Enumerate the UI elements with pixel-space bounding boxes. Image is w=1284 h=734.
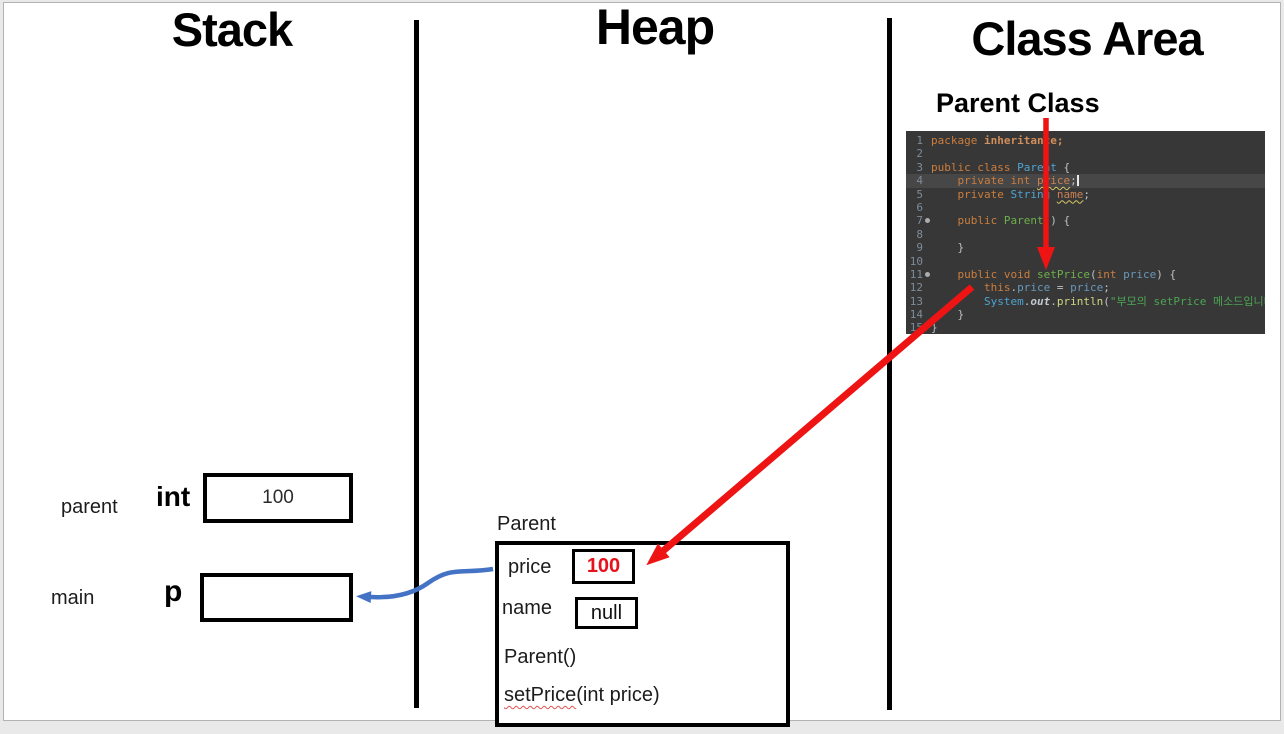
code-text: package inheritance; — [931, 134, 1064, 147]
line-number: 1 — [916, 134, 923, 147]
code-text — [931, 228, 1265, 241]
line-number: 14 — [909, 308, 923, 322]
gutter-spacer — [923, 161, 931, 174]
stack-value-box-p — [200, 573, 353, 622]
line-number: 3 — [916, 160, 923, 174]
heap-field-label-name: name — [502, 597, 553, 619]
parent-class-label: Parent Class — [936, 88, 1100, 118]
heap-field-value-name: null — [590, 601, 623, 624]
stack-var-type-int: int — [156, 481, 191, 512]
heap-title: Heap — [595, 0, 715, 55]
heap-classarea-divider — [887, 18, 892, 710]
gutter-spacer — [923, 134, 931, 147]
heap-field-value-price: 100 — [586, 555, 621, 577]
heap-method-name: setPrice — [504, 684, 577, 706]
gutter-spacer — [923, 308, 931, 321]
line-number: 12 — [909, 281, 923, 295]
code-text: System.out.println("부모의 setPrice 메소드입니다.… — [983, 294, 1265, 308]
code-line-10: 10 — [906, 255, 1265, 268]
gutter-spacer — [923, 228, 931, 241]
code-line-6: 6 — [906, 201, 1265, 214]
line-number: 10 — [909, 254, 923, 268]
line-number: 9 — [916, 241, 923, 255]
code-text — [931, 147, 1265, 160]
heap-method-label: setPrice(int price) — [504, 684, 660, 707]
code-line-13: 13 System.out.println("부모의 setPrice 메소드입… — [906, 295, 1265, 308]
code-text — [931, 201, 1265, 214]
code-text: } — [931, 308, 965, 322]
heap-field-value-box-price: 100 — [572, 549, 635, 584]
text-cursor — [1076, 175, 1079, 187]
code-line-8: 8 — [906, 228, 1265, 241]
heap-field-value-box-name: null — [575, 597, 638, 629]
code-line-1: 1 package inheritance; — [906, 134, 1265, 147]
code-text: this.price = price; — [983, 281, 1110, 295]
line-number: 15 — [909, 321, 923, 334]
code-text: public void setPrice(int price) { — [957, 267, 1177, 281]
code-text: public class Parent { — [931, 160, 1071, 174]
gutter-spacer — [923, 201, 931, 214]
stack-heap-divider — [414, 20, 419, 708]
line-number: 7 — [916, 214, 923, 228]
gutter-spacer — [923, 295, 931, 308]
code-text: } — [931, 241, 965, 255]
stack-value-box-parent: 100 — [203, 473, 353, 523]
code-text: private String name; — [957, 187, 1090, 201]
heap-object-box — [495, 541, 790, 727]
code-line-3: 3 public class Parent { — [906, 161, 1265, 174]
code-line-15: 15} — [906, 321, 1265, 334]
line-number: 2 — [916, 147, 923, 161]
gutter-spacer — [923, 281, 931, 294]
stack-frame-label-main: main — [51, 587, 95, 609]
code-text: private int price; — [957, 174, 1079, 188]
stack-frame-label-parent: parent — [61, 496, 118, 518]
heap-field-label-price: price — [508, 556, 552, 578]
line-number: 6 — [916, 200, 923, 214]
method-marker-icon — [923, 268, 931, 281]
code-text — [931, 255, 1265, 268]
heap-object-class-name: Parent — [497, 513, 556, 535]
code-text: public Parent() { — [957, 214, 1071, 228]
gutter-spacer — [923, 174, 931, 187]
code-line-7: 7 public Parent() { — [906, 214, 1265, 227]
line-number: 4 — [916, 174, 923, 188]
code-line-5: 5 private String name; — [906, 188, 1265, 201]
code-line-2: 2 — [906, 147, 1265, 160]
heap-method-args: (int price) — [576, 684, 660, 706]
code-line-12: 12 this.price = price; — [906, 281, 1265, 294]
line-number: 8 — [916, 227, 923, 241]
stack-title: Stack — [171, 3, 293, 56]
line-number: 11 — [909, 267, 923, 281]
gutter-spacer — [923, 188, 931, 201]
code-line-4: 4 private int price; — [906, 174, 1265, 188]
code-text: } — [931, 321, 938, 334]
line-number: 5 — [916, 187, 923, 201]
code-line-9: 9 } — [906, 241, 1265, 254]
gutter-spacer — [923, 241, 931, 254]
class-area-title: Class Area — [971, 12, 1203, 65]
gutter-spacer — [923, 255, 931, 268]
method-marker-icon — [923, 214, 931, 227]
stack-var-name-p: p — [164, 575, 183, 608]
gutter-spacer — [923, 147, 931, 160]
line-number: 13 — [909, 294, 923, 308]
code-line-11: 11 public void setPrice(int price) { — [906, 268, 1265, 281]
code-line-14: 14 } — [906, 308, 1265, 321]
stack-value-parent: 100 — [262, 487, 294, 508]
heap-constructor-label: Parent() — [504, 646, 577, 668]
gutter-spacer — [923, 321, 931, 334]
